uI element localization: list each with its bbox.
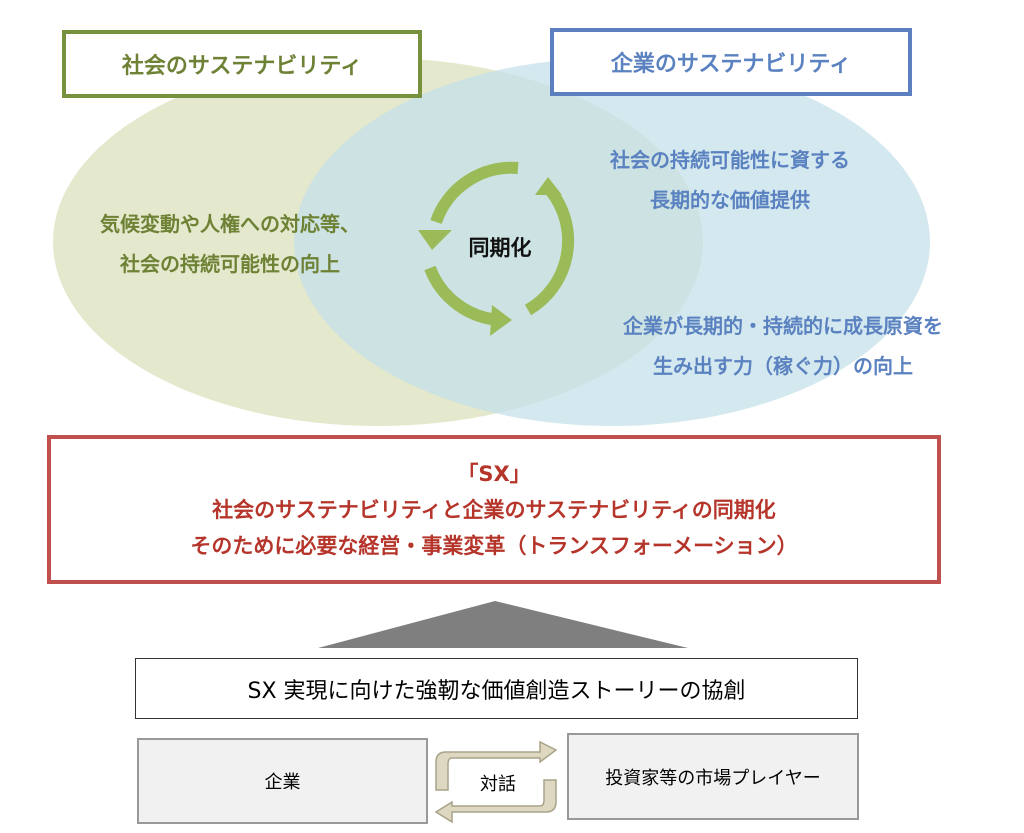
text-line: 企業が長期的・持続的に成長原資を bbox=[623, 314, 943, 338]
corporate-description-1: 社会の持続可能性に資する 長期的な価値提供 bbox=[540, 140, 920, 220]
corporate-description-2: 企業が長期的・持続的に成長原資を 生み出す力（稼ぐ力）の向上 bbox=[548, 306, 1018, 386]
sx-line: 社会のサステナビリティと企業のサステナビリティの同期化 bbox=[212, 497, 776, 522]
sx-definition-box: 「SX」 社会のサステナビリティと企業のサステナビリティの同期化 そのために必要… bbox=[47, 435, 941, 584]
society-sustainability-title: 社会のサステナビリティ bbox=[62, 30, 422, 98]
sync-cycle-arrows bbox=[424, 161, 575, 326]
value-story-box: SX 実現に向けた強靭な価値創造ストーリーの協創 bbox=[135, 658, 858, 719]
society-description: 気候変動や人権への対応等、 社会の持続可能性の向上 bbox=[40, 204, 420, 284]
investor-box: 投資家等の市場プレイヤー bbox=[567, 733, 859, 820]
sx-line: そのために必要な経営・事業変革（トランスフォーメーション） bbox=[190, 533, 798, 558]
dialogue-arrows bbox=[434, 740, 558, 824]
text-line: 気候変動や人権への対応等、 bbox=[100, 212, 360, 236]
pyramid-triangle bbox=[318, 601, 688, 648]
text-line: 社会の持続可能性の向上 bbox=[120, 252, 340, 276]
arrow-head-icon bbox=[535, 177, 562, 195]
sx-heading: 「SX」 bbox=[457, 461, 531, 486]
dialogue-label: 対話 bbox=[480, 774, 516, 795]
text-line: 社会の持続可能性に資する bbox=[610, 148, 850, 172]
sync-label: 同期化 bbox=[468, 236, 532, 260]
corporate-sustainability-title: 企業のサステナビリティ bbox=[550, 28, 912, 96]
text-line: 長期的な価値提供 bbox=[650, 188, 810, 212]
company-box: 企業 bbox=[137, 738, 428, 824]
arrow-head-icon bbox=[418, 230, 452, 250]
arrow-head-icon bbox=[490, 305, 512, 336]
text-line: 生み出す力（稼ぐ力）の向上 bbox=[653, 354, 913, 378]
corporate-ellipse bbox=[294, 58, 930, 426]
